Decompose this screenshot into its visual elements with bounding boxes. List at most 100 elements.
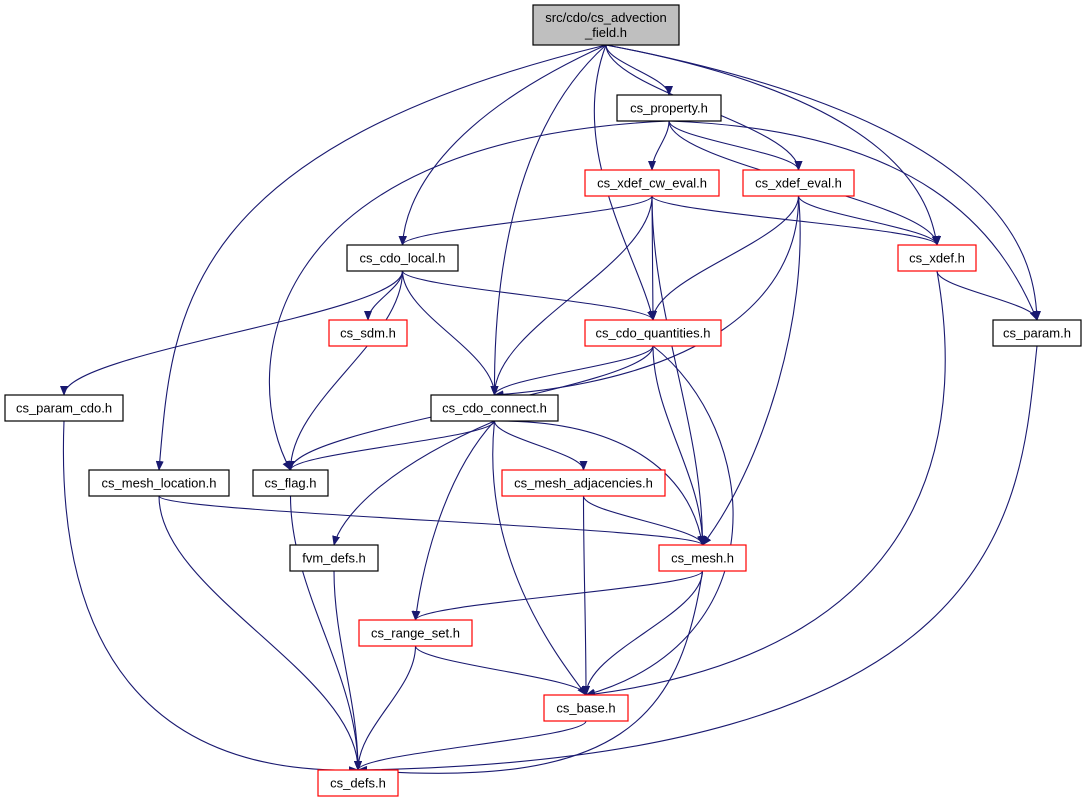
- edge-cs_xdef_cw_eval-to-cs_xdef: [651, 195, 941, 246]
- node-label: cs_mesh.h: [671, 551, 734, 566]
- node-cs-flag[interactable]: cs_flag.h: [252, 469, 329, 497]
- edge-fvm_defs-to-cs_defs: [333, 570, 362, 771]
- edge-cs_cdo_quantities-to-cs_mesh: [652, 345, 707, 546]
- edge-cs_range_set-to-cs_base: [414, 645, 590, 696]
- node-fvm-defs[interactable]: fvm_defs.h: [289, 544, 379, 572]
- edge-cs_xdef-to-cs_param: [936, 270, 1041, 321]
- edge-cs_cdo_connect-to-cs_mesh: [494, 420, 705, 546]
- node-box: [584, 319, 722, 347]
- edge-cs_cdo_connect-to-cs_range_set: [412, 420, 495, 621]
- node-cs-defs[interactable]: cs_defs.h: [317, 769, 399, 797]
- node-cs-property[interactable]: cs_property.h: [616, 94, 722, 122]
- edge-cs_mesh-to-cs_defs: [357, 570, 704, 775]
- node-label: cs_flag.h: [264, 476, 316, 491]
- edge-cs_cdo_local-to-cs_param_cdo: [60, 270, 404, 396]
- edge-cs_param_cdo-to-cs_defs: [62, 420, 359, 775]
- node-label: cs_sdm.h: [340, 326, 396, 341]
- edge-cs_param-to-cs_defs: [357, 345, 1038, 774]
- edge-cs_cdo_local-to-cs_cdo_quantities: [401, 270, 657, 321]
- edge-cs_mesh_location-to-cs_defs: [158, 495, 362, 771]
- edge-cs_mesh_adjacencies-to-cs_mesh: [582, 495, 707, 546]
- node-cs-cdo-quantities[interactable]: cs_cdo_quantities.h: [584, 319, 722, 347]
- edge-root-to-cs_property: [605, 44, 673, 96]
- node-cs-xdef-cw-eval[interactable]: cs_xdef_cw_eval.h: [584, 169, 720, 197]
- node-label: cs_mesh_location.h: [102, 476, 217, 491]
- node-cs-xdef[interactable]: cs_xdef.h: [897, 244, 977, 272]
- edge-root-to-cs_cdo_local: [399, 44, 607, 246]
- node-label: cs_cdo_connect.h: [442, 401, 547, 416]
- node-cs-mesh-adjacencies[interactable]: cs_mesh_adjacencies.h: [501, 469, 666, 497]
- edge-cs_xdef_eval-to-cs_mesh: [701, 195, 801, 546]
- node-cs-range-set[interactable]: cs_range_set.h: [358, 619, 473, 647]
- node-label: cs_cdo_quantities.h: [596, 326, 711, 341]
- edge-cs_range_set-to-cs_defs: [354, 645, 417, 771]
- edge-cs_cdo_quantities-to-cs_base: [585, 345, 734, 697]
- node-box: [658, 544, 747, 572]
- node-label: cs_xdef_cw_eval.h: [597, 176, 707, 191]
- node-label: cs_property.h: [630, 101, 708, 116]
- node-box: [897, 244, 977, 272]
- node-label: cs_param_cdo.h: [16, 401, 112, 416]
- edge-cs_property-to-cs_flag: [268, 120, 670, 471]
- edge-cs_cdo_quantities-to-cs_cdo_connect: [490, 345, 654, 396]
- node-cs-cdo-connect[interactable]: cs_cdo_connect.h: [430, 394, 559, 422]
- node-label: cs_xdef.h: [909, 251, 965, 266]
- node-label: src/cdo/cs_advection: [545, 10, 666, 25]
- node-label: cs_param.h: [1003, 326, 1071, 341]
- node-label: _field.h: [584, 25, 627, 40]
- node-label: cs_cdo_local.h: [360, 251, 446, 266]
- node-label: cs_mesh_adjacencies.h: [514, 476, 653, 491]
- node-box: [88, 469, 230, 497]
- node-box: [317, 769, 399, 797]
- nodes-layer: src/cdo/cs_advection_field.h cs_property.…: [4, 4, 1082, 797]
- node-cs-mesh-location[interactable]: cs_mesh_location.h: [88, 469, 230, 497]
- edge-cs_xdef_cw_eval-to-cs_cdo_connect: [490, 195, 653, 396]
- node-label: cs_base.h: [556, 701, 615, 716]
- node-box: [532, 4, 680, 46]
- node-cs-xdef-eval[interactable]: cs_xdef_eval.h: [742, 169, 855, 197]
- edge-cs_property-to-cs_xdef_eval: [668, 120, 803, 171]
- node-box: [616, 94, 722, 122]
- edge-cs_base-to-cs_defs: [354, 720, 587, 771]
- node-box: [358, 619, 473, 647]
- node-box: [289, 544, 379, 572]
- node-box: [992, 319, 1082, 347]
- edge-cs_mesh_location-to-cs_mesh: [158, 495, 707, 546]
- node-cs-base[interactable]: cs_base.h: [543, 694, 629, 722]
- edge-root-to-cs_mesh_location: [155, 44, 607, 471]
- edge-cs_flag-to-cs_defs: [289, 495, 362, 771]
- edge-cs_xdef_cw_eval-to-cs_cdo_local: [398, 195, 653, 246]
- edge-cs_property-to-cs_xdef_cw_eval: [648, 120, 670, 171]
- edge-cs_xdef_eval-to-cs_cdo_connect: [493, 195, 800, 399]
- node-label: cs_defs.h: [330, 776, 386, 791]
- node-cs-param[interactable]: cs_param.h: [992, 319, 1082, 347]
- edge-root-to-cs_param: [605, 44, 1041, 321]
- node-box: [584, 169, 720, 197]
- edge-cs_mesh_adjacencies-to-cs_base: [581, 495, 590, 696]
- node-cs-param-cdo[interactable]: cs_param_cdo.h: [4, 394, 124, 422]
- node-box: [252, 469, 329, 497]
- edge-root-to-cs_xdef: [605, 44, 940, 246]
- edge-root-to-cs_cdo_quantities: [593, 44, 655, 321]
- edge-cs_cdo_local-to-cs_flag: [286, 270, 404, 471]
- edge-cs_cdo_connect-to-cs_flag: [286, 420, 496, 471]
- node-box: [742, 169, 855, 197]
- edge-cs_mesh-to-cs_base: [582, 570, 704, 696]
- edge-cs_xdef-to-cs_base: [585, 270, 946, 698]
- edge-cs_mesh-to-cs_range_set: [411, 570, 704, 621]
- edge-cs_cdo_connect-to-cs_mesh_adjacencies: [493, 420, 588, 471]
- node-cs-cdo-local[interactable]: cs_cdo_local.h: [346, 244, 459, 272]
- node-label: fvm_defs.h: [302, 551, 366, 566]
- node-cs-sdm[interactable]: cs_sdm.h: [328, 319, 408, 347]
- node-cs-mesh[interactable]: cs_mesh.h: [658, 544, 747, 572]
- node-box: [543, 694, 629, 722]
- edge-cs_cdo_local-to-cs_sdm: [364, 270, 404, 321]
- node-root: src/cdo/cs_advection_field.h: [532, 4, 680, 46]
- edge-cs_cdo_connect-to-fvm_defs: [332, 420, 495, 546]
- edge-cs_cdo_connect-to-cs_base: [492, 420, 587, 696]
- node-label: cs_xdef_eval.h: [755, 176, 842, 191]
- node-box: [346, 244, 459, 272]
- node-label: cs_range_set.h: [371, 626, 460, 641]
- node-box: [4, 394, 124, 422]
